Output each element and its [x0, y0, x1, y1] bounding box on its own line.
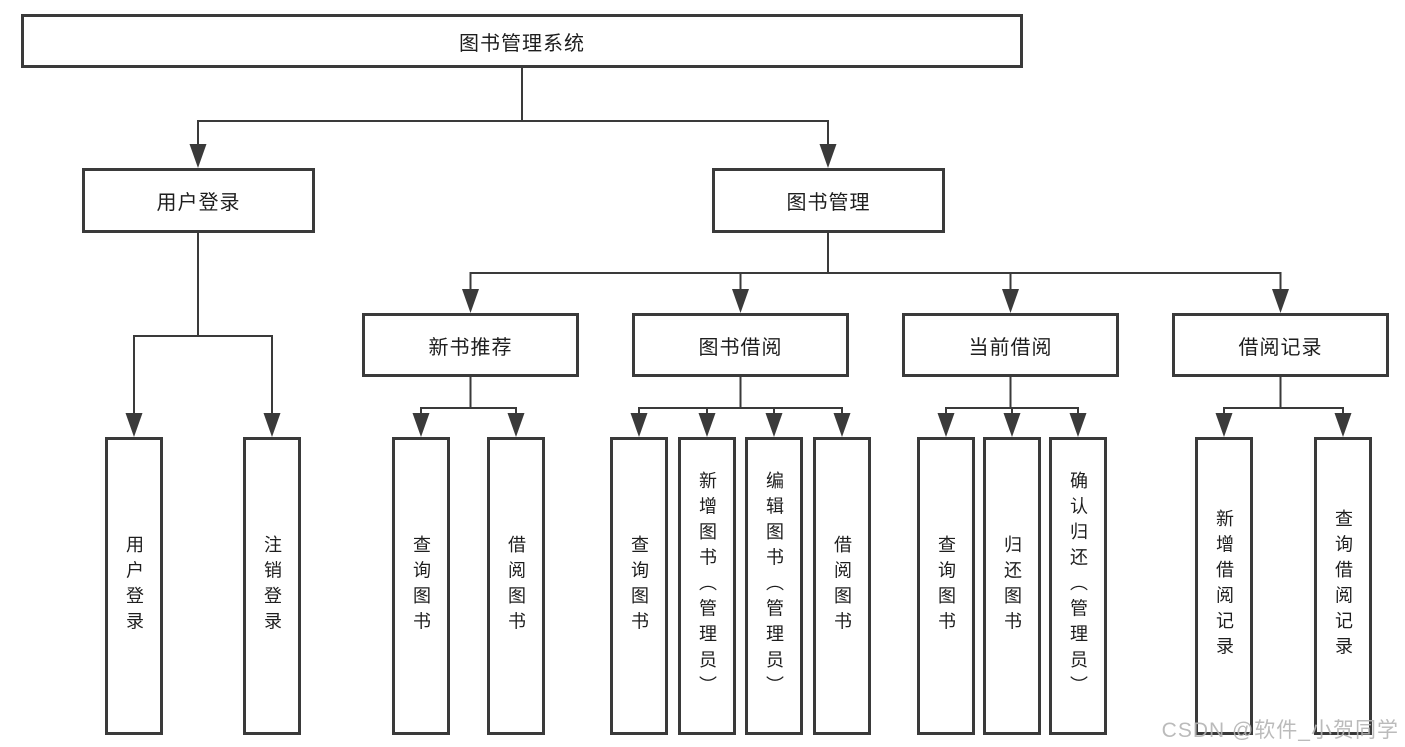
leaf-current-confirm-return-admin: 确认归还（管理员）	[1049, 437, 1107, 735]
leaf-borrow-edit-book-admin: 编辑图书（管理员）	[745, 437, 803, 735]
leaf-recommend-query-book: 查询图书	[392, 437, 450, 735]
node-user-login: 用户登录	[82, 168, 315, 233]
arrow-down-icon	[765, 413, 783, 437]
arrow-down-icon	[1215, 413, 1233, 437]
book-management-to-level3-connector	[469, 233, 1282, 297]
node-book-borrow: 图书借阅	[632, 313, 849, 377]
arrow-down-icon	[833, 413, 851, 437]
arrow-down-icon	[412, 413, 430, 437]
user-login-children-connector	[133, 233, 273, 421]
leaf-borrow-borrow-book: 借阅图书	[813, 437, 871, 735]
node-borrow-records: 借阅记录	[1172, 313, 1389, 377]
arrow-down-icon	[189, 144, 207, 168]
arrow-down-icon	[1069, 413, 1087, 437]
arrow-down-icon	[732, 289, 749, 313]
arrow-down-icon	[1272, 289, 1289, 313]
arrow-down-icon	[698, 413, 716, 437]
arrow-down-icon	[1002, 289, 1019, 313]
book-borrow-children-connector	[638, 377, 843, 421]
root-to-level2-connector	[197, 68, 829, 152]
leaf-borrow-add-book-admin: 新增图书（管理员）	[678, 437, 736, 735]
arrow-down-icon	[1334, 413, 1352, 437]
arrow-down-icon	[1003, 413, 1021, 437]
connector-stems	[133, 68, 1344, 421]
leaf-current-query-book: 查询图书	[917, 437, 975, 735]
node-book-management: 图书管理	[712, 168, 945, 233]
new-book-recommend-children-connector	[420, 377, 517, 421]
leaf-records-add-record: 新增借阅记录	[1195, 437, 1253, 735]
arrow-down-icon	[819, 144, 837, 168]
arrow-down-icon	[507, 413, 525, 437]
arrow-down-icon	[263, 413, 281, 437]
leaf-recommend-borrow-book: 借阅图书	[487, 437, 545, 735]
leaf-current-return-book: 归还图书	[983, 437, 1041, 735]
node-root-system: 图书管理系统	[21, 14, 1023, 68]
leaf-user-login-login: 用户登录	[105, 437, 163, 735]
arrow-down-icon	[125, 413, 143, 437]
arrow-down-icon	[937, 413, 955, 437]
node-new-book-recommend: 新书推荐	[362, 313, 579, 377]
borrow-records-children-connector	[1223, 377, 1344, 421]
arrowheads	[125, 144, 1352, 437]
leaf-borrow-query-book: 查询图书	[610, 437, 668, 735]
csdn-watermark: CSDN @软件_小贺同学	[1161, 719, 1399, 742]
leaf-user-login-logout: 注销登录	[243, 437, 301, 735]
arrow-down-icon	[630, 413, 648, 437]
node-current-borrow: 当前借阅	[902, 313, 1119, 377]
arrow-down-icon	[462, 289, 479, 313]
leaf-records-query-record: 查询借阅记录	[1314, 437, 1372, 735]
